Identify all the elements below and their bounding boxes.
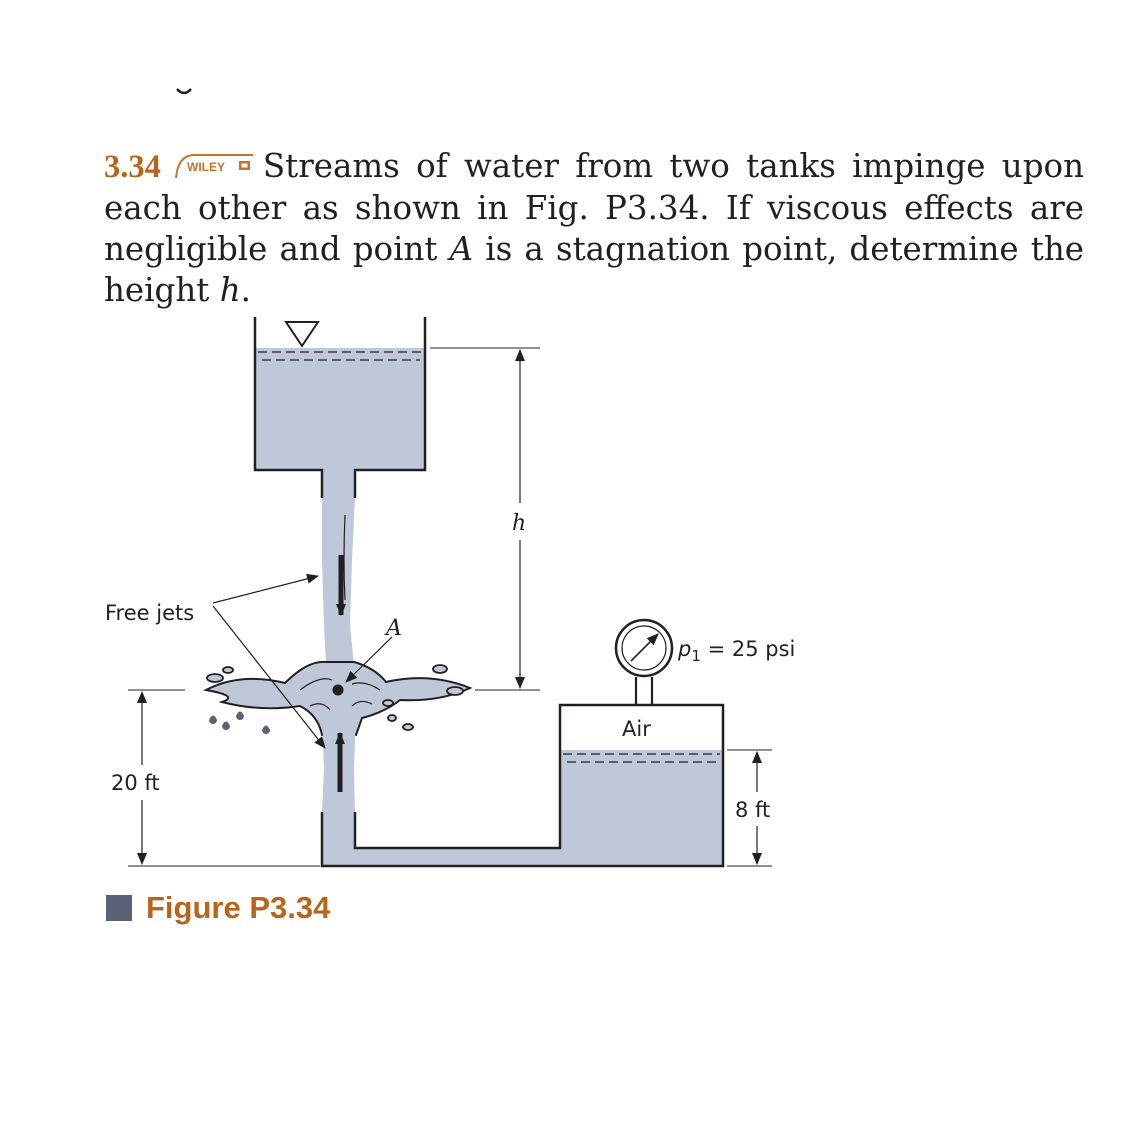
label-air: Air	[622, 717, 651, 741]
stagnation-point-A	[332, 684, 344, 696]
free-surface-icon	[284, 321, 320, 348]
problem-statement: 3.34 WILEY Streams of water from two tan…	[104, 146, 1084, 311]
pressure-gauge-icon	[614, 618, 674, 705]
problem-var-h: h	[219, 271, 241, 309]
label-A: A	[384, 616, 402, 641]
figure-caption: Figure P3.34	[106, 890, 330, 926]
wiley-badge-icon: WILEY	[174, 153, 253, 178]
wiley-badge-text: WILEY	[187, 160, 225, 174]
jet-splash	[202, 660, 473, 736]
problem-text-1: Streams of water from two tanks impinge …	[104, 147, 1084, 268]
problem-number: 3.34	[104, 149, 161, 185]
label-20ft: 20 ft	[111, 771, 160, 795]
problem-text-2: is a stagnation point, determine the hei…	[104, 230, 1084, 309]
label-p1: p1 = 25 psi	[677, 637, 795, 665]
label-A-leader	[345, 636, 393, 683]
problem-text-3: .	[240, 271, 251, 309]
free-jets-leader-lower	[212, 605, 326, 749]
caption-square-icon	[106, 895, 132, 921]
upper-tank	[253, 317, 427, 498]
lower-tank-and-pipe	[320, 703, 725, 868]
label-free-jets: Free jets	[105, 601, 194, 625]
label-8ft: 8 ft	[735, 798, 770, 822]
label-h: h	[512, 511, 526, 536]
page-fragment-mark	[176, 88, 192, 95]
free-jets-leader-upper	[212, 573, 319, 604]
problem-var-A: A	[449, 230, 474, 268]
upper-jet-highlight	[343, 514, 346, 601]
caption-text: Figure P3.34	[146, 890, 331, 925]
